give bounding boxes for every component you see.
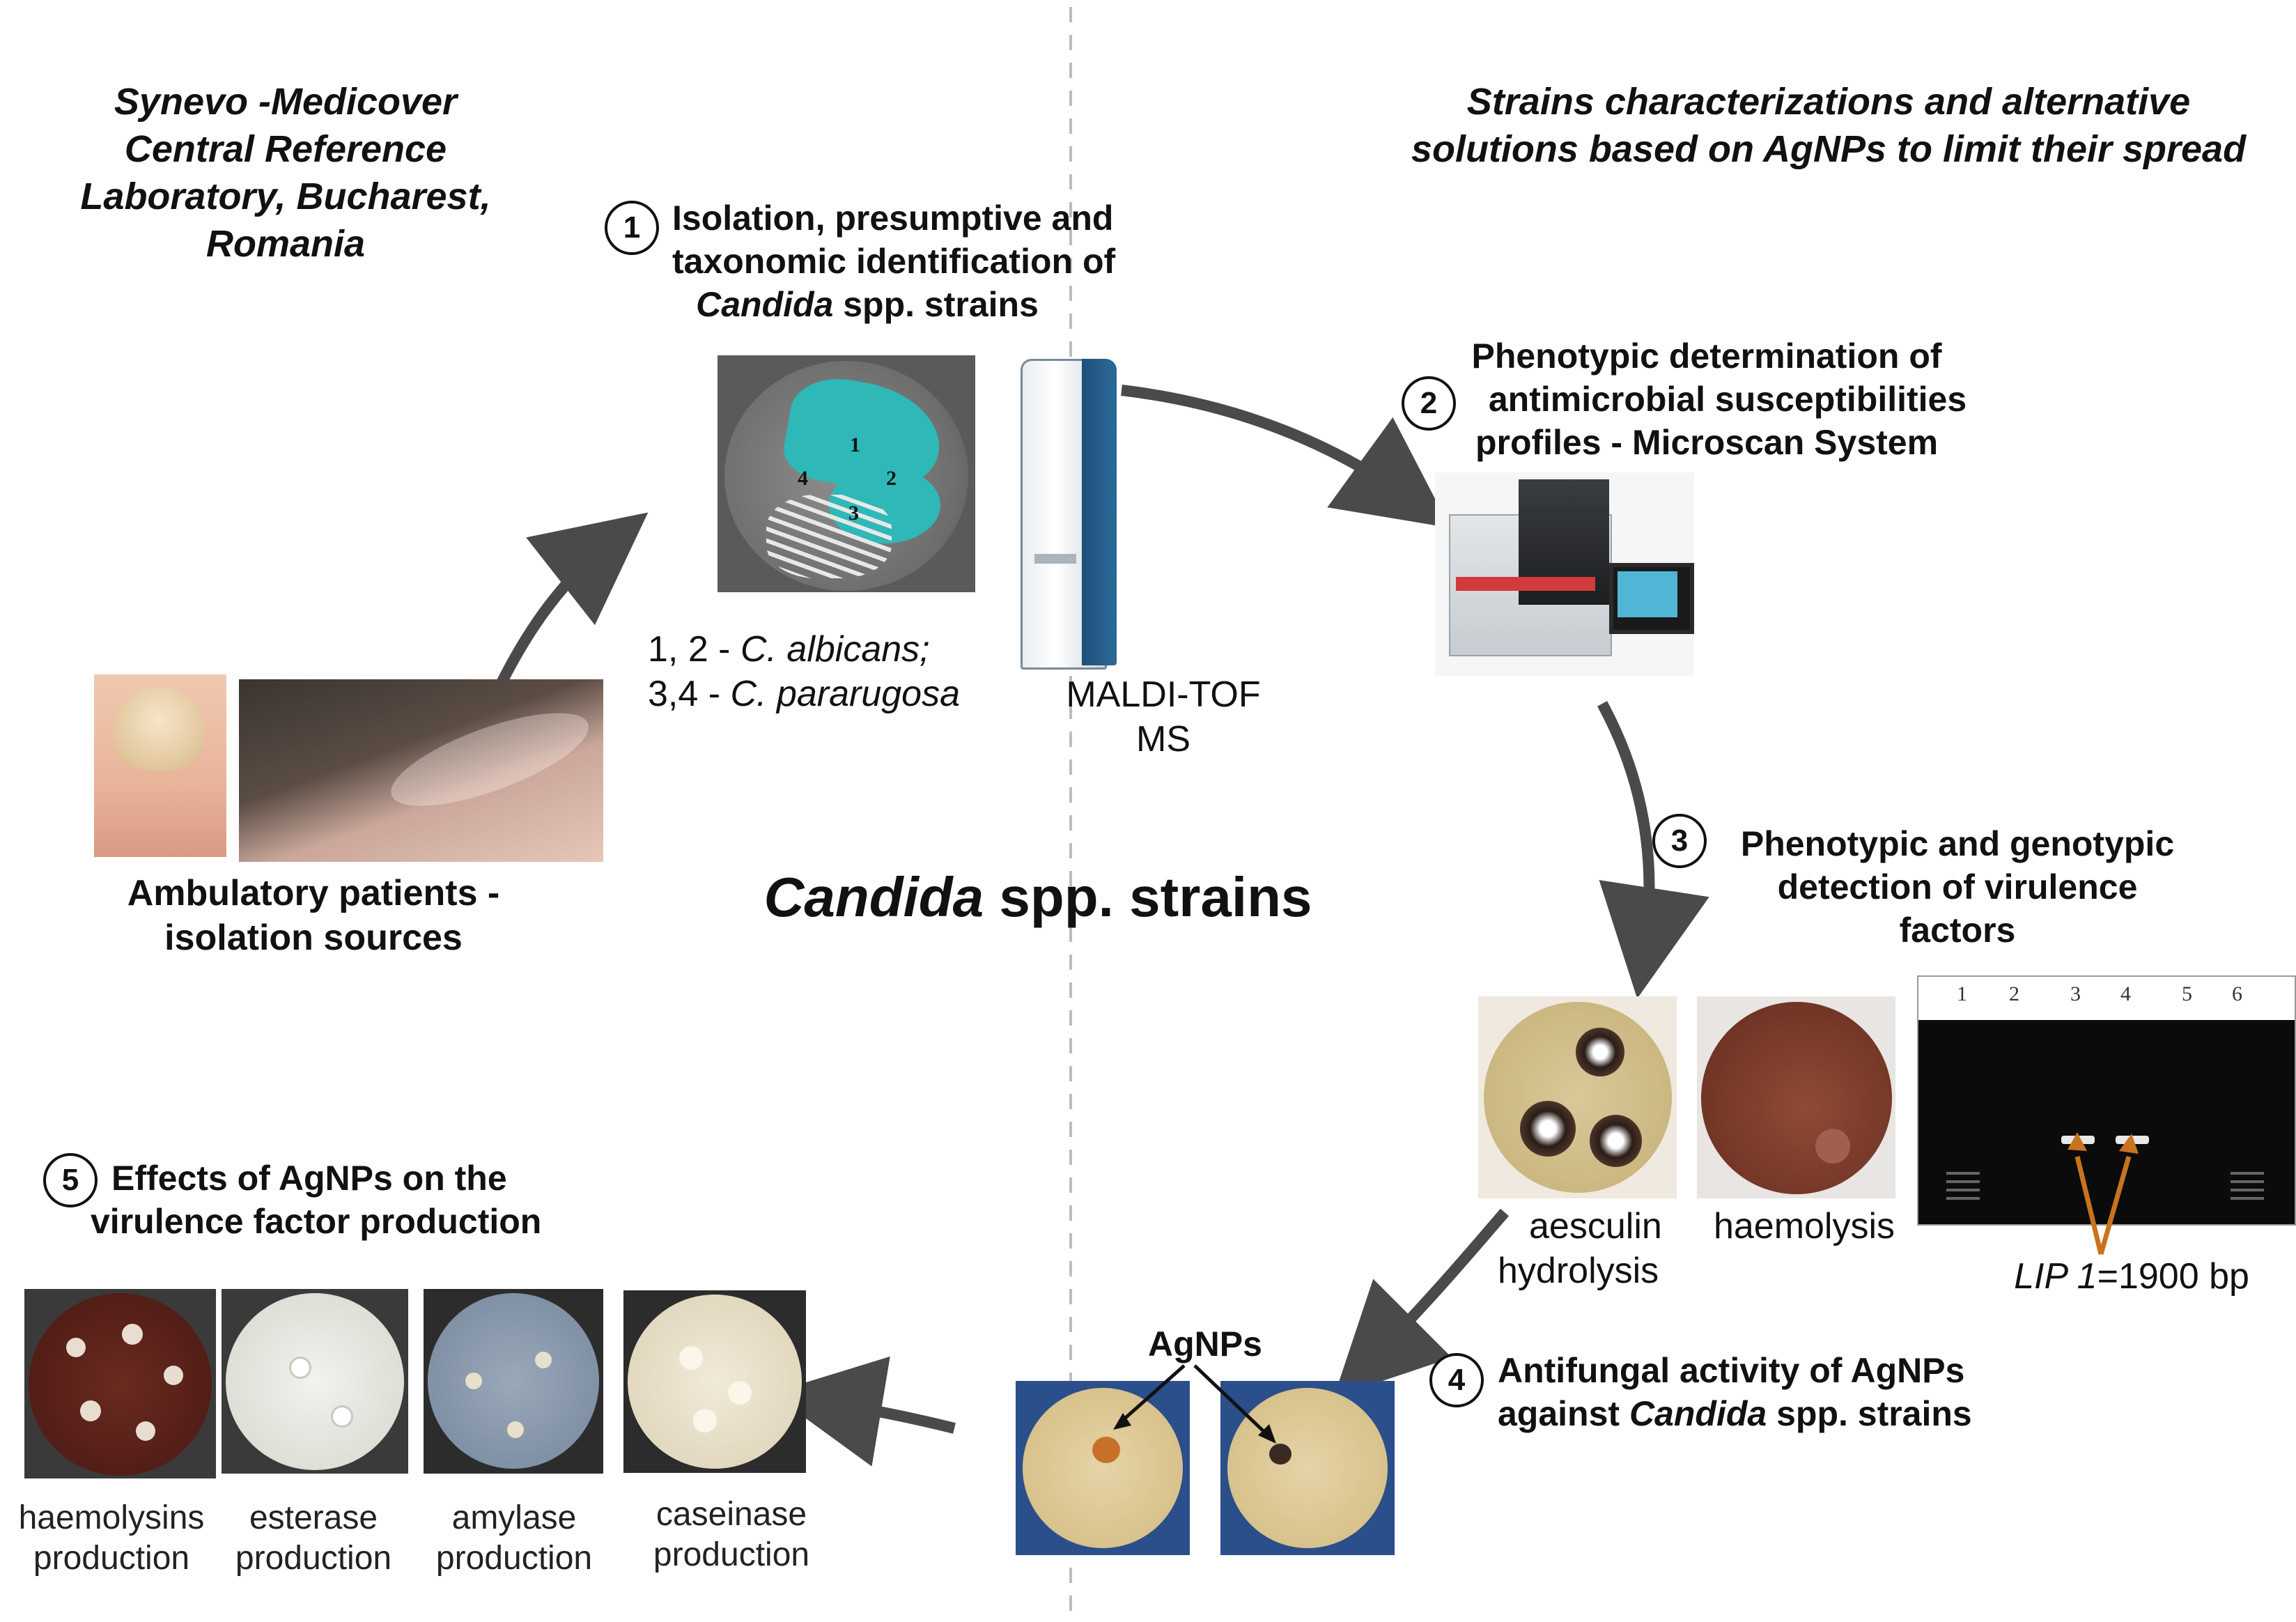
lab-line2: Central Reference — [124, 128, 447, 170]
agnps-label: AgNPs — [1148, 1324, 1262, 1364]
agnps-plate-1 — [1016, 1381, 1190, 1555]
aesculin-line2: hydrolysis — [1498, 1251, 1659, 1291]
amylase-plate — [424, 1289, 603, 1474]
agnps-plate-2 — [1220, 1381, 1395, 1555]
center-title-genus: Candida — [763, 866, 984, 928]
aesculin-plate-photo — [1478, 996, 1677, 1198]
step3-number: 3 — [1652, 814, 1707, 868]
arrow-patients-to-isolation — [496, 512, 649, 686]
step4-line1: Antifungal activity of AgNPs — [1498, 1351, 1965, 1390]
species-labels: 1, 2 - C. albicans; 3,4 - C. pararugosa — [648, 627, 1024, 716]
lip1-size: =1900 bp — [2097, 1256, 2249, 1297]
step1-line1: Isolation, presumptive and — [672, 199, 1114, 238]
culture-plate-photo: 1 2 3 4 — [718, 355, 975, 592]
step2-line1: Phenotypic determination of — [1471, 337, 1942, 376]
caseinase-plate — [623, 1290, 806, 1473]
step2-line3: profiles - Microscan System — [1475, 423, 1939, 462]
scalp-photo — [239, 679, 603, 862]
plate-label-3: 3 — [848, 502, 859, 525]
nail-photo — [94, 674, 226, 857]
gel-photo: 1 2 3 4 5 6 — [1917, 975, 2296, 1226]
lab-title: Synevo -Medicover Central Reference Labo… — [42, 78, 529, 268]
lane-3: 3 — [2070, 982, 2081, 1005]
step5-line1: Effects of AgNPs on the — [111, 1159, 507, 1198]
plate-label-4: 4 — [798, 467, 808, 490]
center-title: Candida spp. strains — [752, 864, 1324, 931]
step3-line1: Phenotypic and genotypic — [1740, 824, 2175, 863]
step3-title: Phenotypic and genotypic detection of vi… — [1714, 822, 2201, 952]
step3-line3: factors — [1899, 911, 2016, 950]
lane-6: 6 — [2232, 982, 2242, 1005]
patients-line1: Ambulatory patients - — [127, 873, 500, 913]
patients-label: Ambulatory patients - isolation sources — [42, 871, 585, 960]
step4-title: Antifungal activity of AgNPs against Can… — [1498, 1349, 2055, 1435]
lip1-label: LIP 1=1900 bp — [1992, 1254, 2271, 1299]
step1-line3: Candida spp. strains — [696, 285, 1039, 324]
arrow-maldi-to-microscan — [1121, 385, 1450, 528]
maldi-line1: MALDI-TOF — [1066, 674, 1261, 715]
lane-1: 1 — [1957, 982, 1967, 1005]
lane-5: 5 — [2182, 982, 2192, 1005]
lip1-gene: LIP 1 — [2014, 1256, 2097, 1297]
aims-line2: solutions based on AgNPs to limit their … — [1411, 128, 2247, 170]
step4-number: 4 — [1429, 1353, 1484, 1407]
step5-number: 5 — [43, 1153, 98, 1207]
aims-line1: Strains characterizations and alternativ… — [1466, 81, 2191, 123]
maldi-label: MALDI-TOF MS — [1024, 672, 1303, 762]
step4-line2: against Candida spp. strains — [1498, 1394, 1972, 1433]
lane-2: 2 — [2009, 982, 2019, 1005]
maldi-tof-instrument — [1021, 359, 1118, 670]
plate-label-2: 2 — [886, 467, 897, 490]
species2: 3,4 - C. pararugosa — [648, 674, 961, 714]
lab-line3: Laboratory, Bucharest, — [80, 176, 491, 217]
arrow-microscan-to-virulence — [1597, 701, 1709, 999]
plate-label-1: 1 — [850, 433, 860, 456]
haemolysis-label: haemolysis — [1713, 1206, 1895, 1246]
arrow-antifungal-to-effects — [770, 1356, 956, 1467]
aesculin-line1: aesculin — [1529, 1206, 1662, 1246]
step2-title: Phenotypic determination of antimicrobia… — [1421, 334, 1992, 464]
aesculin-label: aesculin hydrolysis — [1498, 1204, 1707, 1293]
species1: 1, 2 - C. albicans; — [648, 629, 930, 670]
step5-line2: virulence factor production — [91, 1202, 542, 1241]
lab-line4: Romania — [205, 223, 366, 265]
haemolysis-plate-photo — [1697, 996, 1895, 1198]
step1-number: 1 — [605, 201, 659, 255]
maldi-line2: MS — [1136, 719, 1190, 759]
lane-4: 4 — [2120, 982, 2131, 1005]
step3-line2: detection of virulence — [1777, 867, 2138, 906]
patients-line2: isolation sources — [164, 918, 463, 958]
arrow-virulence-to-antifungal — [1333, 1208, 1510, 1398]
step5-title: Effects of AgNPs on the virulence factor… — [91, 1157, 648, 1243]
step1-line2: taxonomic identification of — [672, 242, 1116, 281]
esterase-plate — [222, 1289, 408, 1474]
step2-line2: antimicrobial susceptibilities — [1488, 380, 1967, 419]
haemolysins-plate — [24, 1289, 216, 1478]
microscan-photo — [1435, 472, 1694, 676]
step1-title: Isolation, presumptive and taxonomic ide… — [672, 196, 1160, 326]
center-title-rest: spp. strains — [984, 866, 1312, 928]
step2-number: 2 — [1402, 376, 1456, 431]
lab-line1: Synevo -Medicover — [114, 81, 458, 123]
aims-title: Strains characterizations and alternativ… — [1365, 78, 2292, 173]
